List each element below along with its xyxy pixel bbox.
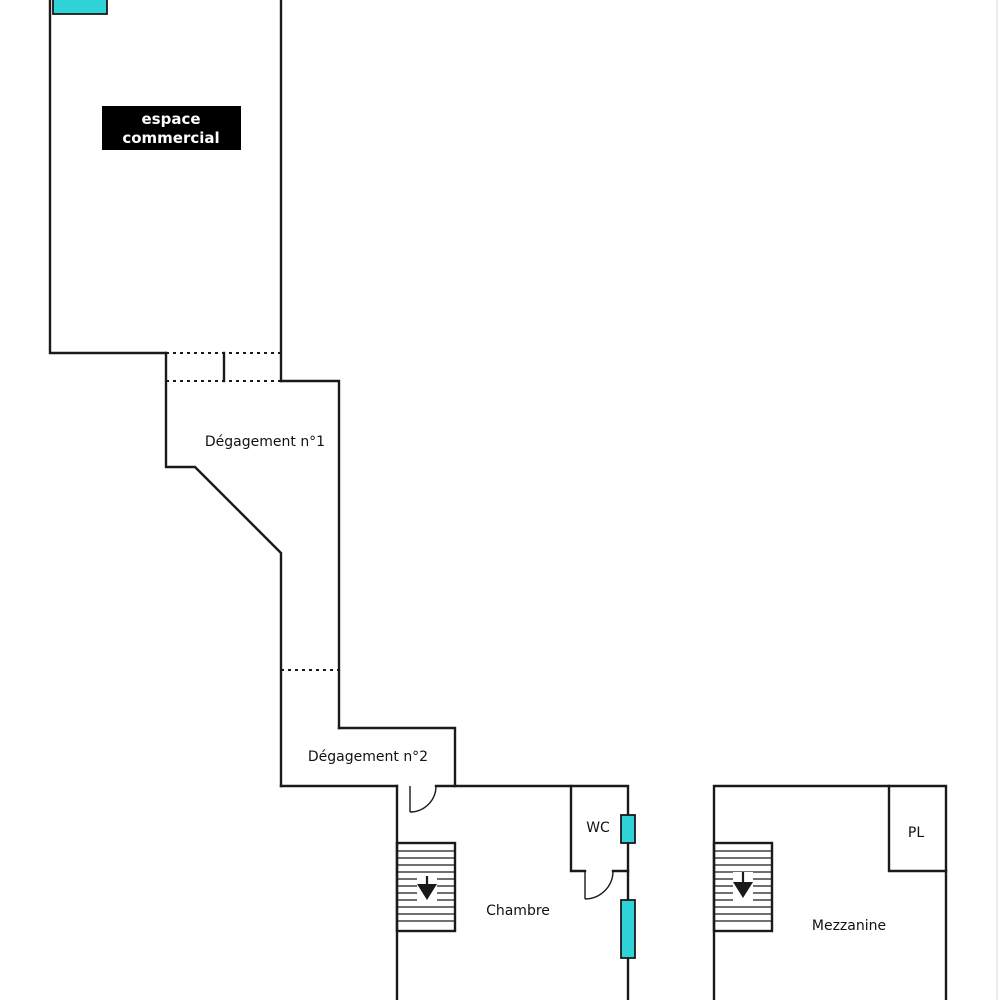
label-degagement2: Dégagement n°2 — [308, 749, 428, 765]
stair-chambre — [395, 841, 457, 933]
room-chambre: Chambre — [395, 784, 630, 1000]
room-mezzanine: PL Mezzanine — [712, 784, 948, 1000]
window-chambre — [620, 899, 636, 959]
label-degagement1: Dégagement n°1 — [205, 434, 325, 450]
room-wc: WC — [569, 784, 636, 900]
label-chambre: Chambre — [486, 903, 550, 919]
wall-pl — [887, 784, 948, 873]
wall-espace-commercial — [48, 0, 168, 355]
window-wc — [620, 814, 636, 844]
label-pl: PL — [908, 825, 924, 841]
label-espace-line1: espace — [141, 110, 200, 128]
wall-degagement2 — [337, 726, 457, 788]
room-degagement-1: Dégagement n°1 — [164, 351, 341, 788]
label-bg-espace-commercial — [102, 106, 241, 150]
label-wc: WC — [586, 820, 610, 836]
stair-down-arrow-icon — [417, 876, 437, 904]
window-top — [52, 0, 108, 15]
label-espace-line2: commercial — [122, 129, 219, 147]
stair-mezzanine — [712, 841, 774, 933]
wall-chambre-top — [434, 784, 630, 1000]
door-swing-icon — [409, 785, 437, 813]
wall-degagement1-right — [279, 379, 341, 730]
door-swing-icon — [584, 870, 614, 900]
room-degagement-2: Dégagement n°2 — [279, 726, 457, 788]
label-mezzanine: Mezzanine — [812, 918, 886, 934]
room-espace-commercial: espace commercial — [48, 0, 283, 383]
stair-down-arrow-icon — [733, 872, 753, 902]
opening-espace-degagement — [166, 351, 281, 383]
wall-degagement1-left — [164, 351, 283, 788]
wall-wc — [569, 784, 587, 873]
